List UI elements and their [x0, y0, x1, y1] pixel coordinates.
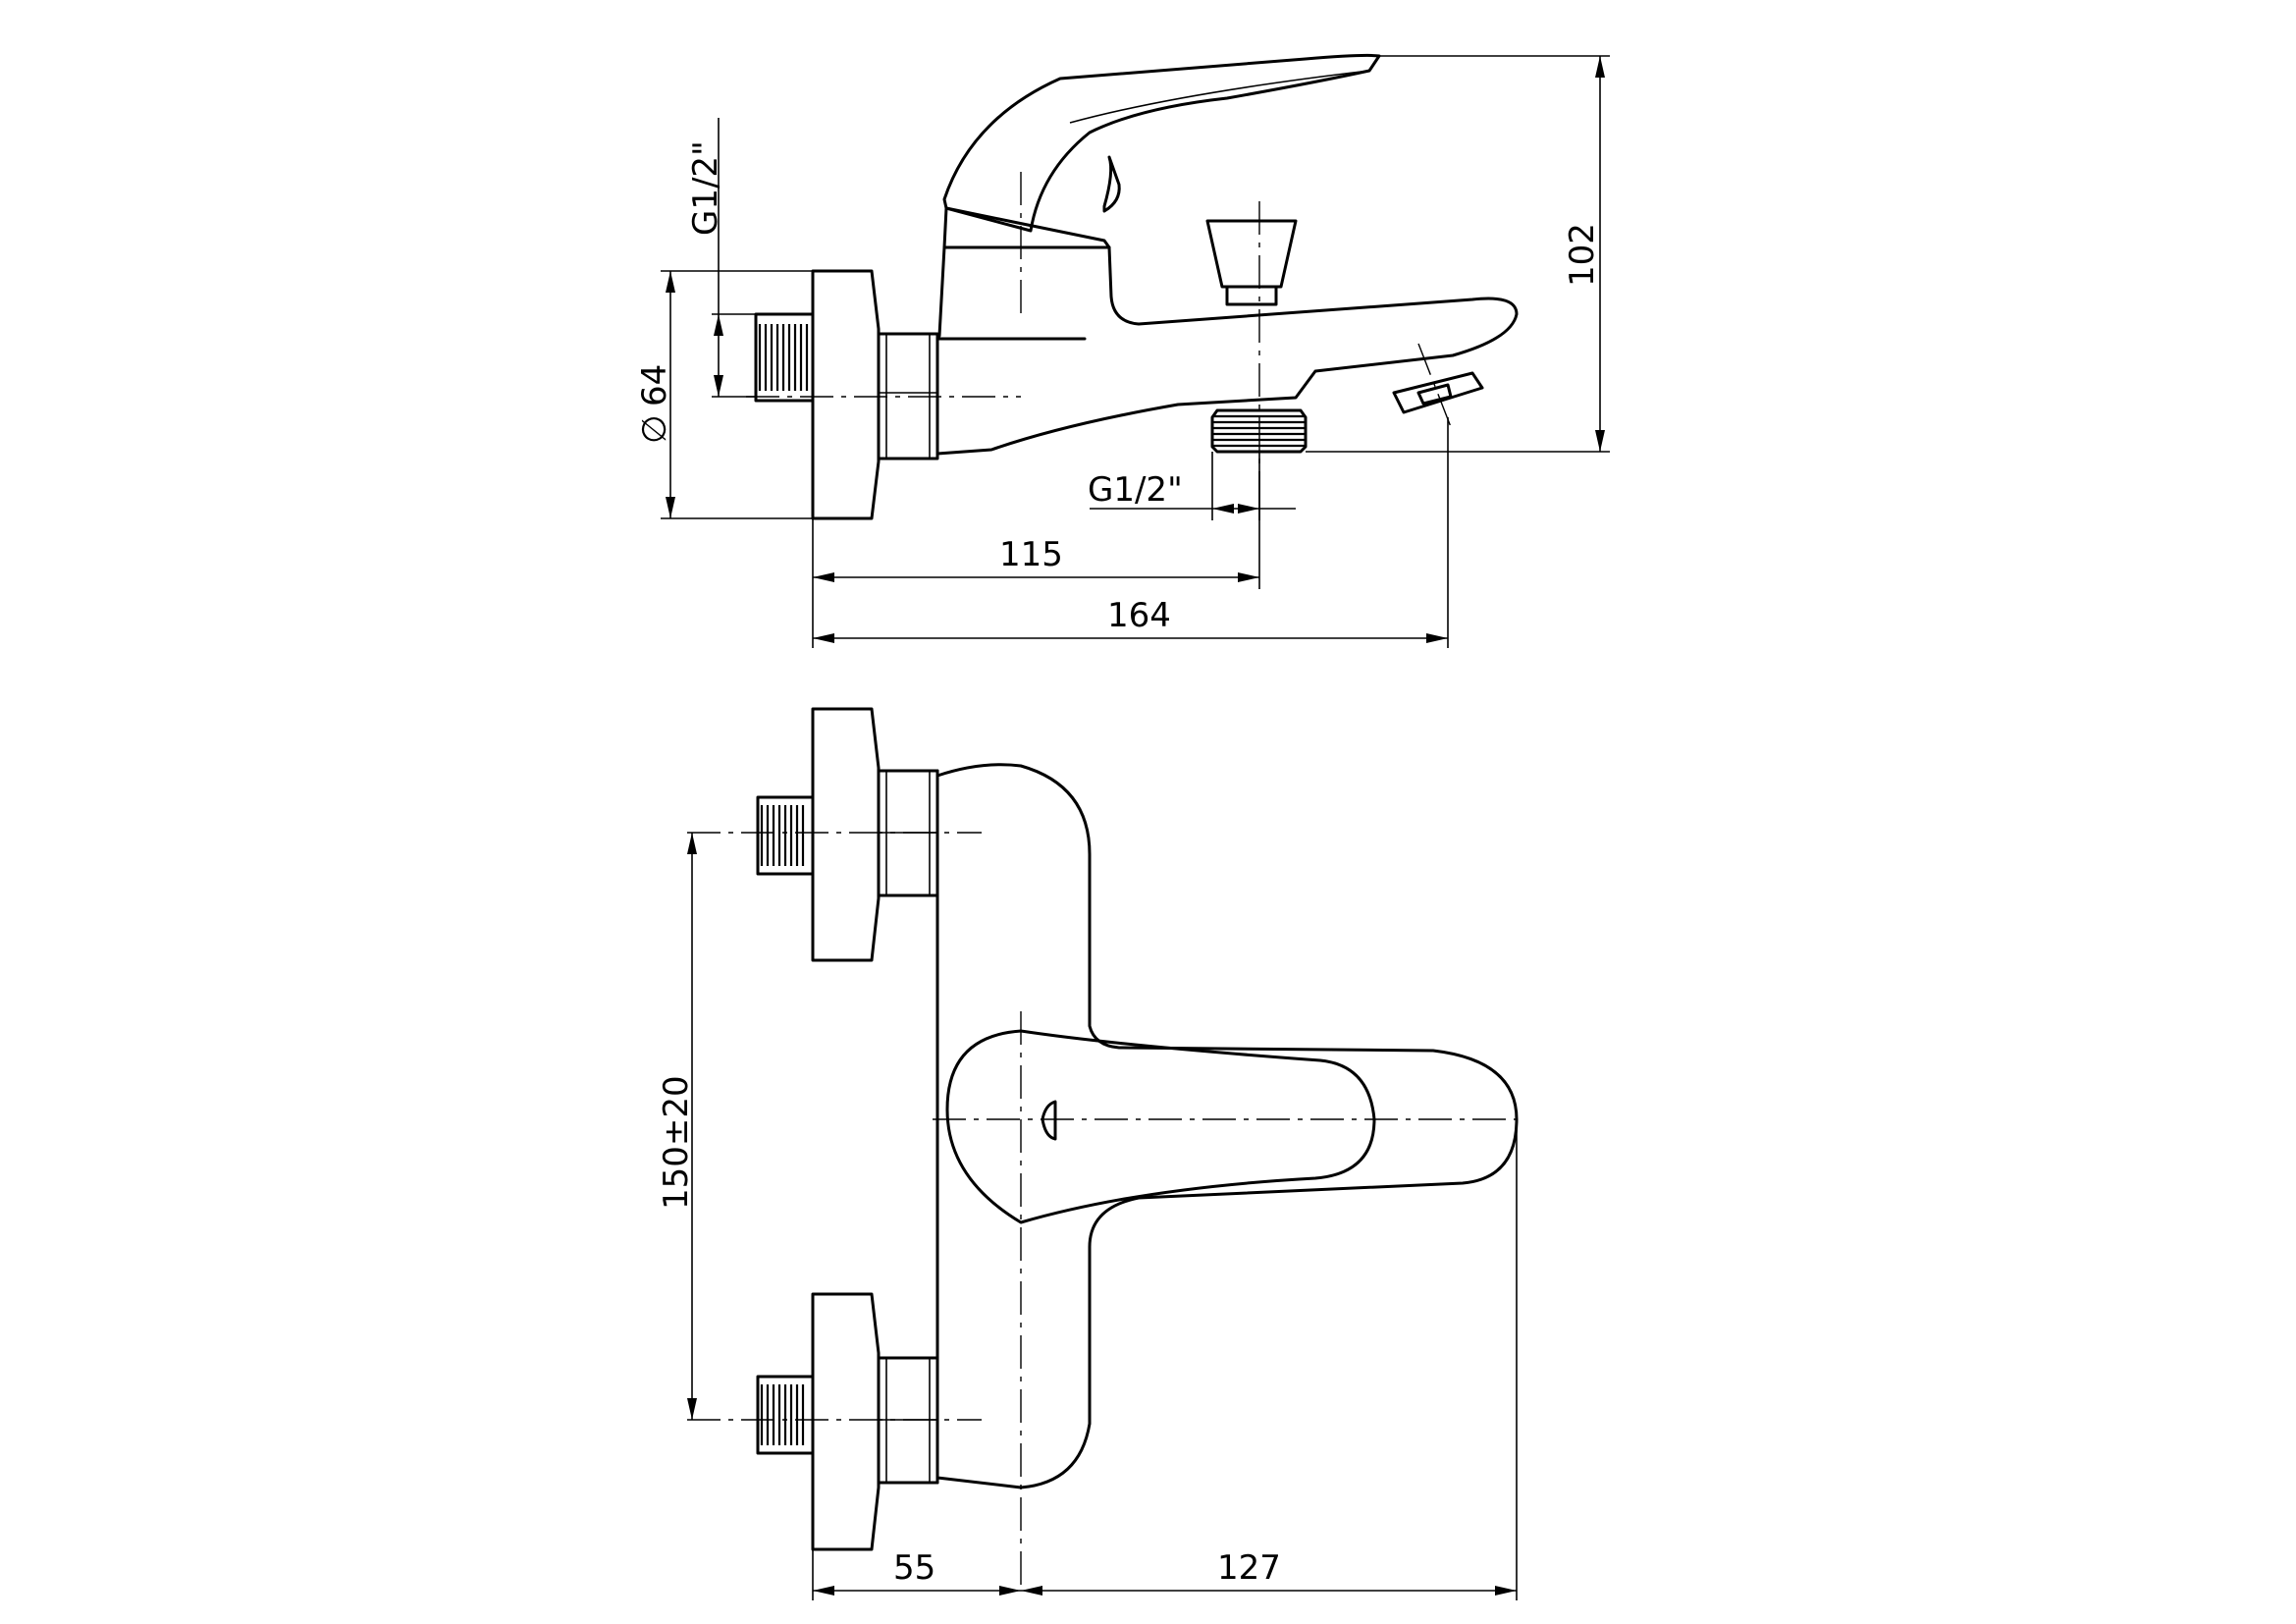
dim-side-diameter: ∅ 64	[635, 270, 813, 519]
top-view: 150±20 55 127	[657, 707, 1519, 1600]
label-spacing: 150±20	[657, 1075, 696, 1210]
dim-side-thread-bottom: G1/2"	[1088, 452, 1296, 520]
label-height: 102	[1563, 223, 1602, 287]
side-view: G1/2" ∅ 64 G1/2" 102	[635, 53, 1610, 648]
top-lower-inlet-thread	[756, 1375, 815, 1455]
dim-side-height: 102	[1306, 55, 1610, 453]
label-diameter-symbol: ∅	[635, 414, 674, 444]
side-lever-inner-line	[1069, 70, 1370, 124]
side-wall-flange	[811, 269, 881, 520]
side-aerator	[1392, 371, 1484, 414]
top-body	[935, 763, 1519, 1489]
dim-top-spacing: 150±20	[657, 833, 697, 1420]
side-body-spout	[935, 245, 1519, 456]
dim-side-115: 115	[812, 471, 1260, 648]
top-lower-flange	[811, 1292, 881, 1551]
label-164: 164	[1107, 596, 1171, 635]
top-lever	[945, 1029, 1376, 1224]
side-lever-pin	[1102, 155, 1121, 213]
side-handle-base	[942, 206, 1111, 249]
dim-top-55: 55	[812, 1548, 1021, 1600]
label-55: 55	[893, 1548, 935, 1588]
side-lever-handle	[942, 53, 1381, 233]
label-115: 115	[999, 535, 1063, 574]
label-127: 127	[1217, 1548, 1281, 1588]
top-upper-flange	[811, 707, 881, 962]
side-diverter-knob	[1205, 219, 1298, 306]
dim-side-164: 164	[813, 417, 1449, 648]
label-thread-bottom: G1/2"	[1088, 470, 1183, 510]
top-upper-inlet-thread	[756, 795, 815, 876]
top-lever-screw	[1041, 1100, 1057, 1141]
label-diameter-value: 64	[635, 364, 674, 406]
side-centerline-aerator	[1417, 343, 1454, 433]
side-inlet-thread	[754, 312, 815, 403]
dim-side-thread-left: G1/2"	[686, 118, 756, 398]
label-thread-left: G1/2"	[686, 140, 725, 236]
dim-top-127: 127	[1021, 1119, 1518, 1600]
